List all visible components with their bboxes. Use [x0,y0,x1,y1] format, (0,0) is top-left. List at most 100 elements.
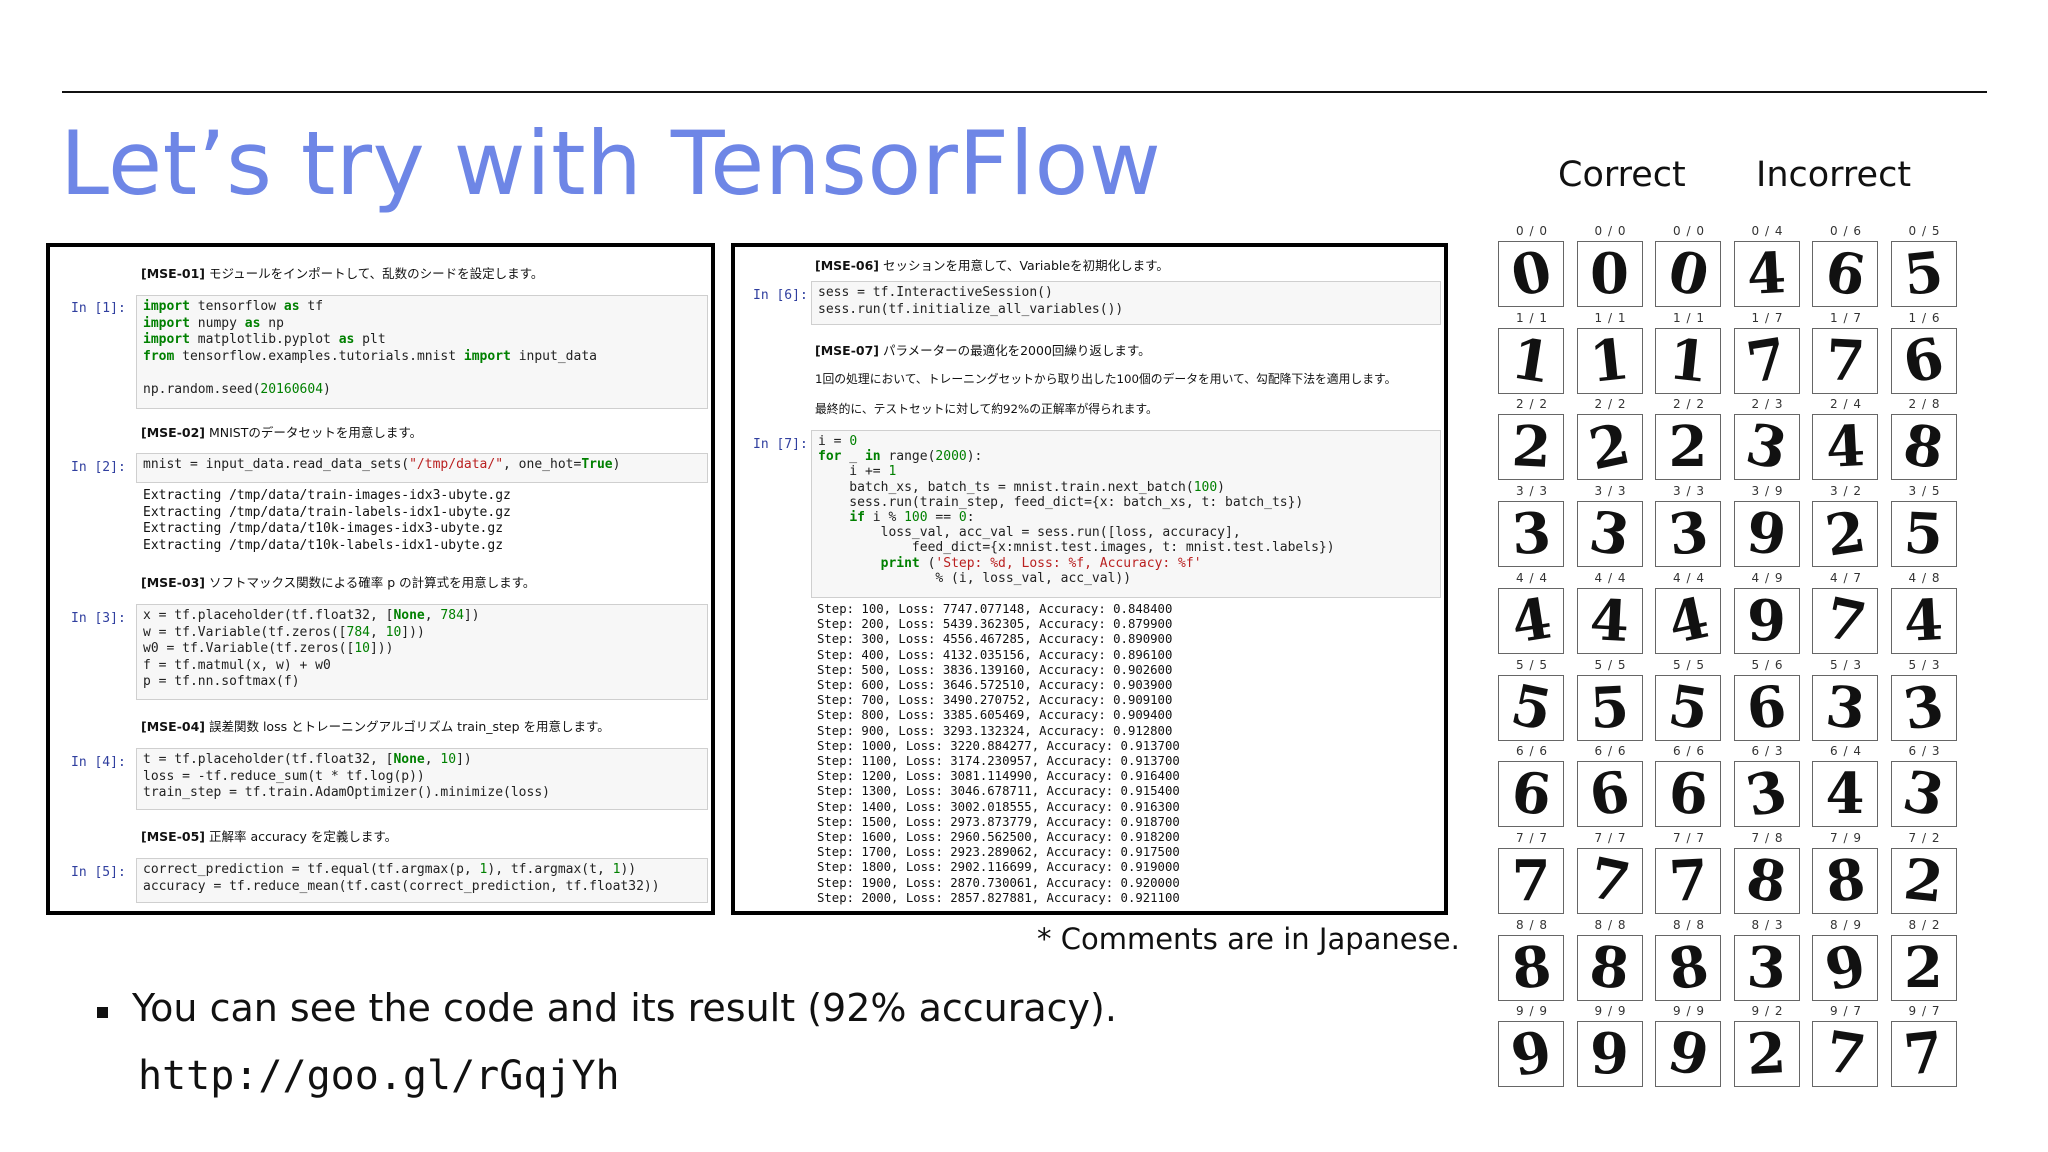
mnist-label: 5 / 5 [1673,657,1705,672]
mnist-digit-image: 4 [1498,587,1564,654]
mnist-digit: 6 [1820,241,1870,307]
mnist-digit-image: 4 [1812,414,1878,481]
mnist-digit-image: 3 [1733,414,1800,481]
mnist-label: 9 / 9 [1516,1004,1548,1019]
mnist-label: 8 / 2 [1908,917,1941,932]
mnist-label: 0 / 6 [1830,224,1862,238]
mnist-digit: 9 [1590,1021,1629,1088]
mnist-label: 1 / 7 [1751,310,1784,325]
top-rule [62,91,1987,93]
mnist-label: 2 / 8 [1908,397,1941,412]
mnist-digit-image: 0 [1498,241,1564,307]
source-link[interactable]: http://goo.gl/rGqjYh [138,1053,620,1099]
code-cell-3[interactable]: x = tf.placeholder(tf.float32, [None, 78… [136,604,708,700]
mnist-label: 9 / 7 [1908,1004,1941,1019]
mnist-digit: 3 [1897,761,1950,828]
mnist-digit: 7 [1666,847,1710,914]
comments-note: * Comments are in Japanese. [1037,922,1460,956]
mnist-digit: 9 [1662,1021,1714,1088]
mnist-label: 6 / 6 [1673,744,1705,759]
mnist-label: 4 / 8 [1908,570,1941,585]
mnist-label: 7 / 8 [1751,830,1784,845]
mnist-digit: 9 [1505,1021,1557,1088]
mnist-label: 2 / 4 [1830,397,1862,412]
mnist-digit: 3 [1899,674,1948,741]
mnist-sample: 8 / 2 2 [1889,918,1961,1004]
mnist-digit: 5 [1900,241,1947,307]
mnist-label: 8 / 8 [1516,917,1548,932]
mnist-digit: 4 [1662,587,1714,654]
code-cell-4[interactable]: t = tf.placeholder(tf.float32, [None, 10… [136,748,708,810]
mnist-digit-image: 4 [1655,587,1721,654]
mnist-label: 3 / 3 [1594,484,1627,499]
mnist-digit-image: 8 [1576,934,1643,1001]
mnist-digit-image: 3 [1733,934,1800,1001]
mnist-digit-image: 6 [1812,241,1878,307]
mnist-label: 7 / 7 [1673,830,1705,845]
mnist-digit: 4 [1588,587,1631,654]
mnist-digit: 5 [1505,674,1557,741]
mnist-digit-image: 1 [1498,327,1564,394]
mnist-digit-image: 2 [1733,1021,1800,1088]
mnist-digit-image: 9 [1812,934,1878,1001]
mnist-digit: 4 [1825,761,1865,828]
mnist-label: 0 / 4 [1751,224,1784,238]
mnist-digit-image: 3 [1812,674,1878,741]
code-cell-7[interactable]: i = 0 for _ in range(2000): i += 1 batch… [811,430,1441,598]
code-cell-5[interactable]: correct_prediction = tf.equal(tf.argmax(… [136,858,708,903]
mnist-label: 5 / 3 [1830,657,1862,672]
mnist-digit-image: 4 [1576,587,1643,654]
code-cell-1[interactable]: import tensorflow as tf import numpy as … [136,295,708,409]
mnist-digit: 8 [1586,934,1633,1001]
mnist-label: 1 / 1 [1673,310,1705,325]
mnist-digit: 7 [1583,847,1636,914]
mnist-label: 0 / 0 [1594,224,1627,238]
mnist-label: 8 / 8 [1594,917,1627,932]
mnist-sample: 2 / 4 4 [1810,397,1882,483]
mnist-sample: 7 / 7 7 [1653,831,1725,917]
notebook-panel-left: [MSE-01] モジュールをインポートして、乱数のシードを設定します。 In … [46,243,715,915]
bullet-text: You can see the code and its result (92%… [132,986,1117,1030]
mnist-digit-image: 9 [1733,587,1800,654]
code-cell-2[interactable]: mnist = input_data.read_data_sets("/tmp/… [136,453,708,483]
cell-prompt-2: In [2]: [71,460,126,475]
mnist-label: 1 / 1 [1594,310,1627,325]
markdown-cell-mse07: [MSE-07] パラメーターの最適化を2000回繰り返します。 [815,343,1151,358]
mnist-digit: 3 [1822,674,1868,741]
mnist-label: 4 / 7 [1830,570,1862,585]
mnist-digit-image: 7 [1733,327,1800,394]
mnist-digit-image: 8 [1655,934,1721,1001]
cell-prompt-7: In [7]: [753,437,808,452]
cell-prompt-5: In [5]: [71,865,126,880]
mnist-digit: 8 [1899,414,1948,481]
mnist-digit-image: 5 [1890,241,1957,307]
mnist-digit-image: 2 [1498,414,1564,481]
code-cell-6[interactable]: sess = tf.InteractiveSession() sess.run(… [811,281,1441,325]
markdown-cell-mse07-desc: 1回の処理において、トレーニングセットから取り出した100個のデータを用いて、勾… [815,372,1397,386]
mnist-sample: 4 / 9 9 [1732,571,1804,657]
mnist-label: 7 / 9 [1830,830,1862,845]
mnist-digit: 6 [1897,327,1950,394]
mnist-digit-image: 5 [1890,501,1957,568]
mnist-digit: 1 [1665,327,1711,394]
mnist-digit-image: 3 [1498,501,1564,568]
mnist-label: 4 / 9 [1751,570,1784,585]
mnist-digit-image: 6 [1576,761,1643,828]
mnist-digit-image: 9 [1655,1021,1721,1088]
mnist-digit: 2 [1904,934,1943,1001]
mnist-digit-image: 6 [1733,674,1800,741]
mnist-label: 2 / 2 [1594,397,1627,412]
mnist-digit-image: 8 [1498,934,1564,1001]
